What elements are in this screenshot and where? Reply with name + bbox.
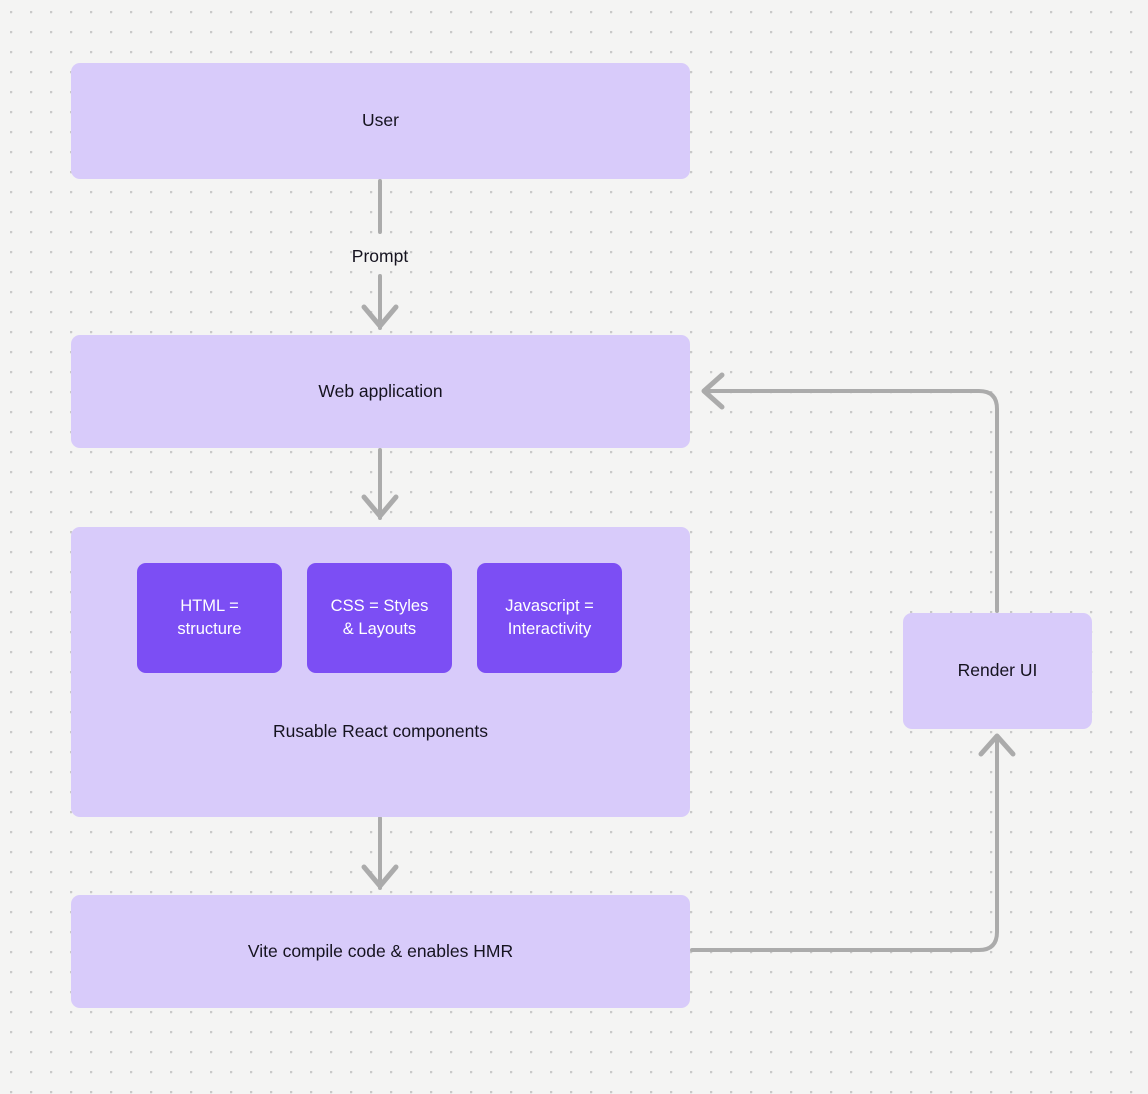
node-web-application-label: Web application	[318, 380, 443, 401]
edge-label-prompt-text: Prompt	[351, 246, 409, 266]
arrowhead-into-vite	[361, 864, 399, 889]
node-javascript-label-line2: Interactivity	[507, 620, 592, 638]
node-html-label: HTML = structure	[177, 595, 241, 642]
node-javascript-label-line1: Javascript =	[505, 596, 594, 615]
node-html-label-line1: HTML =	[180, 596, 239, 615]
node-css-label-line1: CSS = Styles	[330, 596, 429, 615]
node-web-application[interactable]: Web application	[71, 335, 690, 448]
node-components-group[interactable]: HTML = structure CSS = Styles & Layouts …	[71, 527, 690, 817]
node-vite-label: Vite compile code & enables HMR	[247, 940, 514, 961]
node-user[interactable]: User	[71, 63, 690, 179]
node-user-label: User	[362, 110, 399, 131]
edge-vite-to-render-ui	[690, 736, 999, 952]
node-render-ui-label: Render UI	[957, 660, 1038, 681]
node-components-group-label-text: Rusable React components	[273, 721, 488, 741]
node-css-label-line2: & Layouts	[342, 620, 417, 638]
arrowhead-into-web-application-right	[701, 372, 725, 410]
node-css-label: CSS = Styles & Layouts	[331, 595, 429, 642]
node-render-ui[interactable]: Render UI	[903, 613, 1092, 729]
node-html[interactable]: HTML = structure	[137, 563, 282, 673]
node-javascript[interactable]: Javascript = Interactivity	[477, 563, 622, 673]
arrowhead-into-components	[361, 494, 399, 519]
edge-render-ui-to-web-application	[704, 389, 999, 613]
arrowhead-into-render-ui	[978, 733, 1016, 757]
node-javascript-label: Javascript = Interactivity	[505, 595, 594, 642]
node-html-label-line2: structure	[177, 620, 242, 638]
edge-label-prompt: Prompt	[280, 245, 480, 268]
arrowhead-into-web-application	[361, 304, 399, 329]
node-vite[interactable]: Vite compile code & enables HMR	[71, 895, 690, 1008]
node-components-group-label: Rusable React components	[71, 720, 690, 744]
node-css[interactable]: CSS = Styles & Layouts	[307, 563, 452, 673]
